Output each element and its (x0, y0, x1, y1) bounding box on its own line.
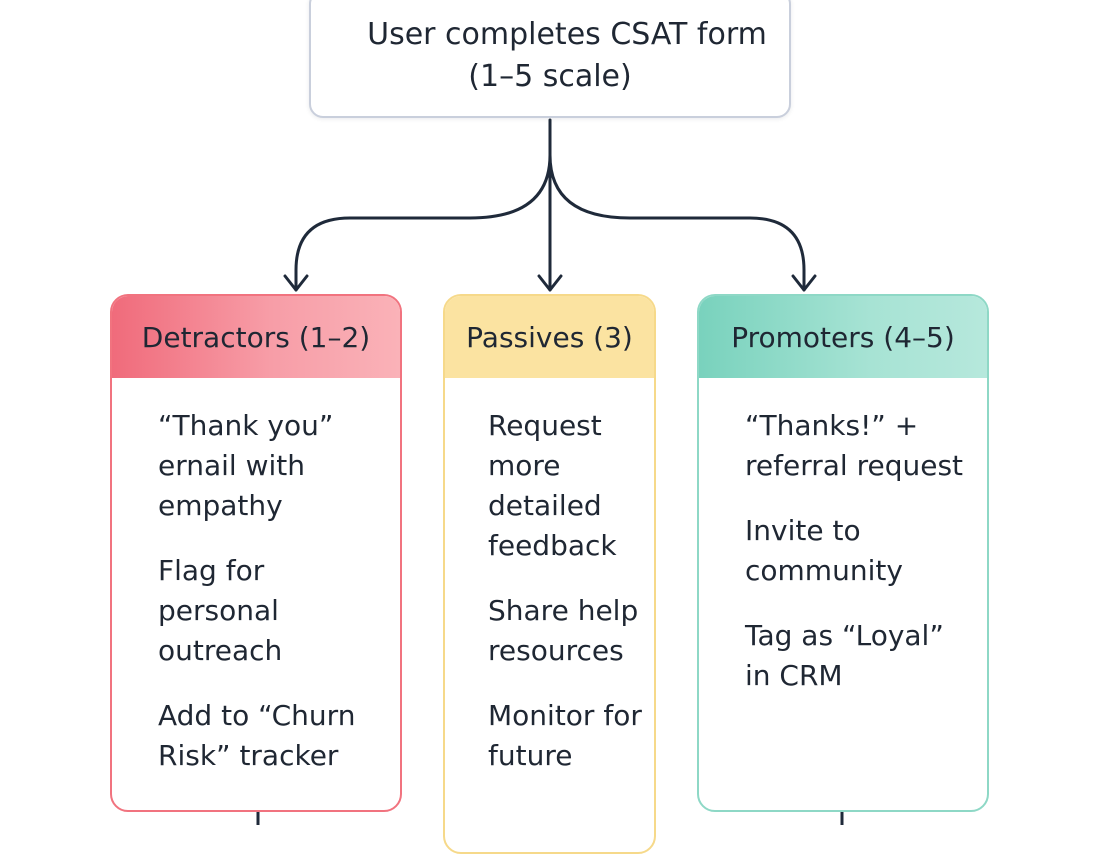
passives-item: Share help resources (488, 594, 639, 667)
promoters-item: Tag as “Loyal” in CRM (745, 619, 944, 692)
promoters-card: Promoters (4–5) “Thanks!” + referral req… (697, 294, 989, 812)
start-node-text: User completes CSAT form (1–5 scale) (331, 14, 769, 98)
detractors-body: “Thank you” ernail with empathy Flag for… (112, 378, 400, 776)
connector-lines (256, 118, 844, 825)
arrowhead-promoters (791, 274, 817, 292)
passives-header: Passives (3) (445, 296, 654, 378)
start-node-line1: User completes CSAT form (367, 17, 767, 52)
passives-item: Monitor for future (488, 699, 642, 772)
promoters-item: “Thanks!” + referral request (745, 409, 964, 482)
promoters-header: Promoters (4–5) (699, 296, 987, 378)
detractors-card: Detractors (1–2) “Thank you” ernail with… (110, 294, 402, 812)
promoters-body: “Thanks!” + referral request Invite to c… (699, 378, 987, 696)
start-node: User completes CSAT form (1–5 scale) (309, 0, 791, 118)
detractors-item: Add to “Churn Risk” tracker (158, 699, 356, 772)
arrowhead-passives (537, 274, 563, 292)
detractors-item: “Thank you” ernail with empathy (158, 409, 334, 522)
start-node-line2: (1–5 scale) (468, 59, 632, 94)
connector-to-promoters (548, 153, 806, 292)
detractors-header: Detractors (1–2) (112, 296, 400, 378)
passives-body: Request more detailed feedback Share hel… (445, 378, 654, 776)
arrowhead-detractors (283, 274, 309, 292)
passives-item: Request more detailed feedback (488, 409, 617, 562)
detractors-item: Flag for personal outreach (158, 554, 283, 667)
promoters-item: Invite to community (745, 514, 903, 587)
passives-card: Passives (3) Request more detailed feedb… (443, 294, 656, 854)
connector-to-detractors (294, 153, 552, 292)
